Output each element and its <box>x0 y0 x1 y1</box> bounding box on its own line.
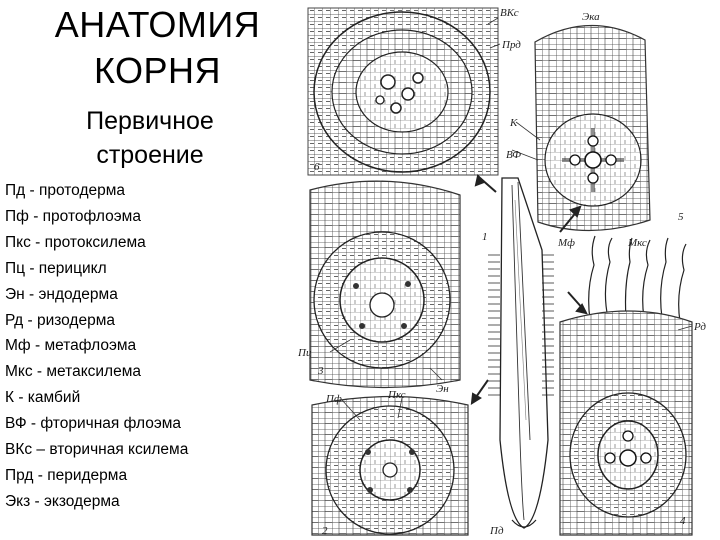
panel-rhizoderm-cross-section <box>560 236 692 535</box>
subtitle-line-1: Первичное <box>55 104 245 138</box>
label-pks: Пкс <box>387 389 406 401</box>
legend-item: ВКс – вторичная ксилема <box>5 437 188 463</box>
panel-primary-cross-section <box>310 181 460 387</box>
legend-item: Экз - экзодерма <box>5 489 188 515</box>
legend-item: Пд - протодерма <box>5 178 188 204</box>
label-mks: Мкс <box>627 237 647 249</box>
label-en: Эн <box>436 383 449 395</box>
panel-root-longitudinal-section <box>486 178 554 528</box>
root-anatomy-figure: ВКс Прд Эка К ВФ Мф Мкс Пц Пф Пкс Эн Рд … <box>290 0 720 540</box>
label-number-6: 6 <box>314 161 320 173</box>
label-number-5: 5 <box>678 211 684 223</box>
legend-item: Эн - эндодерма <box>5 282 188 308</box>
legend-item: Пкс - протоксилема <box>5 230 188 256</box>
page-title: АНАТОМИЯ КОРНЯ <box>30 2 285 94</box>
title-line-1: АНАТОМИЯ <box>30 2 285 48</box>
label-mf: Мф <box>557 237 575 249</box>
panel-primary-cross-section-lower <box>312 397 468 536</box>
label-k: К <box>509 117 518 129</box>
label-pts: Пц <box>297 347 312 359</box>
panel-secondary-cross-section <box>308 8 498 175</box>
label-number-3: 3 <box>317 365 324 377</box>
legend-item: ВФ - фторичная флоэма <box>5 411 188 437</box>
label-number-1: 1 <box>482 231 488 243</box>
legend-item: Мкс - метаксилема <box>5 359 188 385</box>
legend-item: Рд - ризодерма <box>5 308 188 334</box>
title-line-2: КОРНЯ <box>30 48 285 94</box>
abbreviation-legend: Пд - протодерма Пф - протофлоэма Пкс - п… <box>5 178 188 515</box>
label-eka: Эка <box>582 11 600 23</box>
label-vf: ВФ <box>506 149 521 161</box>
subtitle-line-2: строение <box>55 138 245 172</box>
legend-item: Мф - метафлоэма <box>5 333 188 359</box>
legend-item: Пф - протофлоэма <box>5 204 188 230</box>
legend-item: К - камбий <box>5 385 188 411</box>
label-pd: Пд <box>489 525 504 537</box>
label-number-2: 2 <box>322 525 328 537</box>
legend-item: Пц - перицикл <box>5 256 188 282</box>
label-rd: Рд <box>693 321 706 333</box>
label-vks: ВКс <box>500 7 519 19</box>
panel-cambium-cross-section <box>535 25 650 230</box>
label-prd: Прд <box>501 39 521 51</box>
label-pf: Пф <box>325 393 342 405</box>
page-subtitle: Первичное строение <box>55 104 245 172</box>
legend-item: Прд - перидерма <box>5 463 188 489</box>
label-number-4: 4 <box>680 515 686 527</box>
